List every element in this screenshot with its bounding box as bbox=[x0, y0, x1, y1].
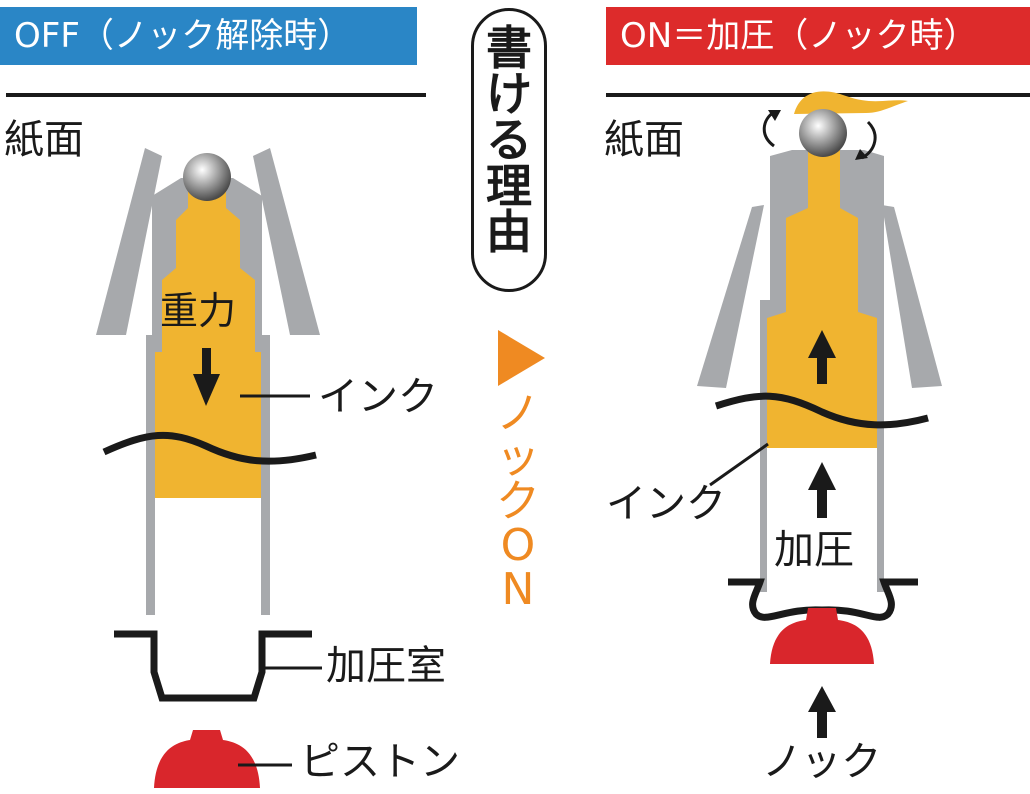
title-char: 書 bbox=[486, 21, 532, 75]
arrow-up-icon bbox=[808, 330, 836, 384]
title-char: け bbox=[486, 67, 532, 121]
knock-on-char: ク bbox=[496, 476, 540, 527]
triangle-right-icon bbox=[498, 330, 545, 386]
break-wave bbox=[102, 431, 317, 465]
right-outer-wing bbox=[253, 148, 320, 335]
left-empty-chamber bbox=[155, 498, 261, 615]
chamber-label: 加圧室 bbox=[326, 643, 446, 689]
piston-label: ピストン bbox=[300, 739, 460, 785]
right-piston bbox=[770, 608, 874, 664]
left-pen bbox=[96, 148, 322, 788]
left-ink-label: インク bbox=[318, 374, 438, 420]
knock-on-char: N bbox=[501, 564, 535, 615]
title-char: 理 bbox=[486, 159, 532, 213]
steel-ball-icon bbox=[799, 109, 847, 157]
gravity-label: 重力 bbox=[160, 289, 237, 333]
title-vertical-text: 書 け る 理 由 bbox=[474, 25, 544, 255]
off-banner: OFF（ノック解除時） bbox=[0, 7, 417, 65]
knock-label: ノック bbox=[762, 739, 882, 785]
rotation-arrow-icon bbox=[762, 110, 877, 160]
break-wave bbox=[714, 392, 929, 429]
arrow-up-icon bbox=[808, 686, 836, 738]
right-ink-label: インク bbox=[606, 481, 726, 527]
knock-on-char: ッ bbox=[496, 432, 540, 483]
title-pill: 書 け る 理 由 bbox=[471, 8, 547, 292]
arrow-up-icon bbox=[808, 462, 836, 518]
knock-on-vertical-text: ノ ッ ク O N bbox=[496, 392, 540, 612]
left-paper-rule bbox=[6, 93, 426, 97]
left-ink bbox=[155, 190, 261, 498]
arrow-down-icon bbox=[193, 348, 220, 406]
knock-on-char: O bbox=[500, 520, 536, 571]
right-outer-left-wing bbox=[697, 205, 764, 388]
title-char: 由 bbox=[486, 205, 532, 259]
right-ink bbox=[767, 138, 877, 448]
pressure-label: 加圧 bbox=[774, 527, 854, 573]
steel-ball-icon bbox=[183, 153, 231, 201]
left-paper-label: 紙面 bbox=[4, 117, 84, 163]
left-piston bbox=[154, 730, 260, 788]
left-chamber-bracket bbox=[114, 630, 312, 702]
knock-on-char: ノ bbox=[496, 388, 540, 439]
right-outer-right-wing bbox=[882, 205, 942, 388]
right-paper-label: 紙面 bbox=[604, 117, 684, 163]
title-char: る bbox=[486, 113, 532, 167]
ink-splash bbox=[794, 91, 908, 114]
on-banner: ON＝加圧（ノック時） bbox=[606, 7, 1030, 65]
right-pen bbox=[697, 91, 942, 738]
left-outer-wing bbox=[96, 148, 162, 335]
